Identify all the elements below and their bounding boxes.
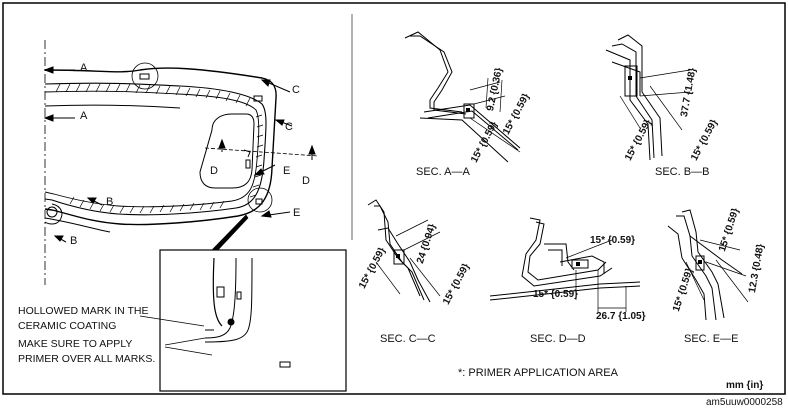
dd-title: SEC. D—D	[530, 333, 586, 345]
units-label: mm {in}	[726, 380, 764, 391]
ee-title: SEC. E—E	[684, 333, 739, 345]
bb-title: SEC. B—B	[655, 166, 710, 178]
dd-dim-1: 15* {0.59}	[590, 235, 636, 246]
callout-d-left: D	[210, 165, 218, 177]
callout-b-upper: B	[106, 196, 114, 208]
outer-frame	[2, 2, 786, 395]
section-bb-drawing	[605, 34, 691, 161]
detail-leader	[211, 214, 249, 251]
callout-a-lower: A	[80, 110, 88, 122]
callout-d-right: D	[302, 175, 310, 187]
dd-dim-2: 15* {0.59}	[533, 289, 579, 300]
aa-title: SEC. A—A	[416, 166, 470, 178]
dd-dim-3: 26.7 {1.05}	[596, 311, 646, 322]
callout-e-upper: E	[283, 165, 291, 177]
cc-title: SEC. C—C	[380, 333, 436, 345]
note-primer-line1: MAKE SURE TO APPLY	[18, 338, 133, 350]
glass-overview	[44, 40, 277, 285]
note-hollowed-line1: HOLLOWED MARK IN THE	[18, 305, 149, 317]
note-primer-line2: PRIMER OVER ALL MARKS.	[18, 353, 156, 365]
section-ee-drawing	[667, 209, 749, 321]
note-hollowed-line2: CERAMIC COATING	[18, 320, 117, 332]
section-arrows	[43, 66, 319, 243]
callout-c-lower: C	[285, 121, 293, 133]
image-code: am5uuw0000258	[706, 397, 783, 408]
section-aa-drawing	[404, 31, 521, 163]
detail-inset	[139, 249, 347, 392]
section-dd-drawing	[489, 217, 641, 312]
callout-a-upper: A	[80, 62, 88, 74]
callout-b-lower: B	[70, 235, 78, 247]
callout-c-upper: C	[292, 84, 300, 96]
primer-legend: *: PRIMER APPLICATION AREA	[458, 367, 618, 379]
primer-marks	[396, 76, 702, 266]
callout-e-lower: E	[293, 207, 301, 219]
section-cc-drawing	[367, 199, 441, 303]
